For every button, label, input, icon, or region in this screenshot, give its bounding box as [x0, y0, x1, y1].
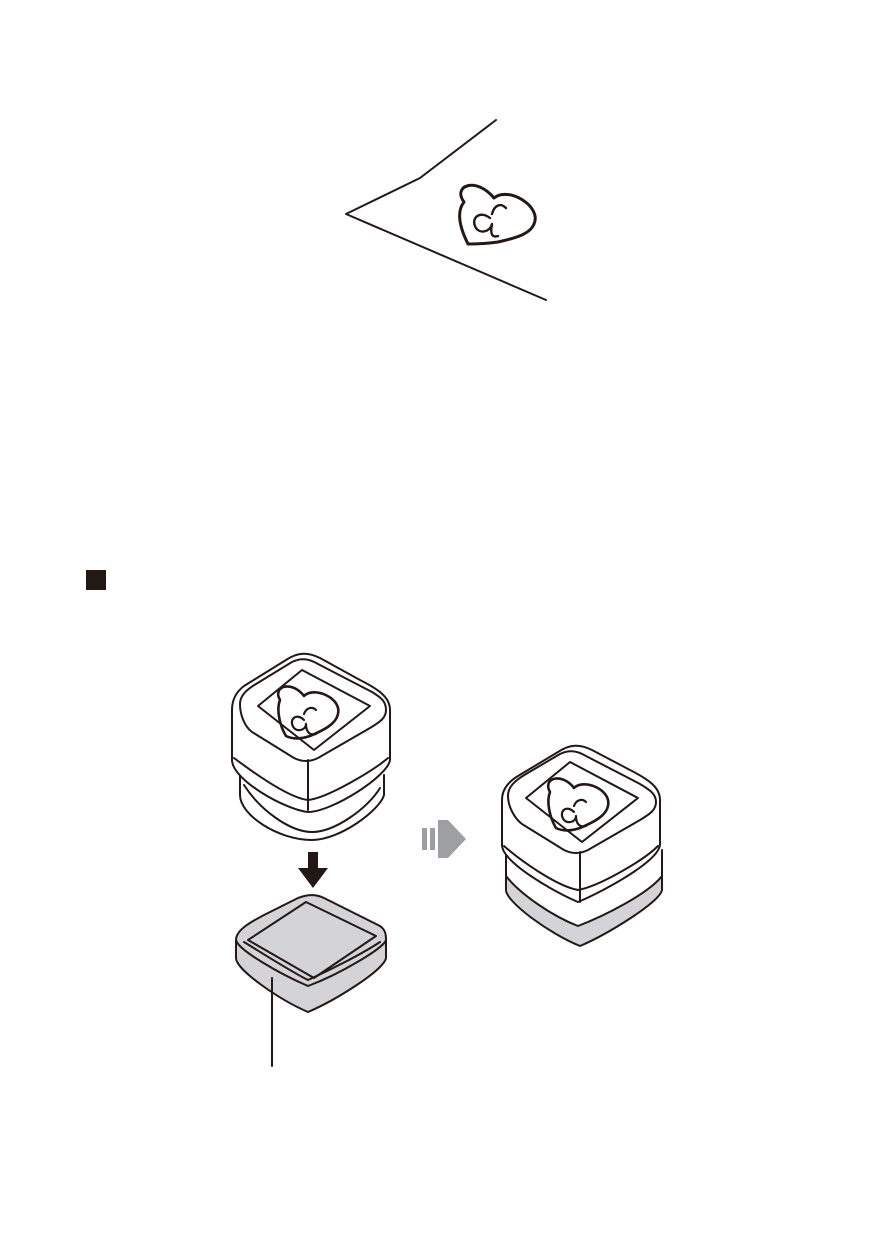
heart-stamp-impression [458, 183, 537, 246]
cap-left [235, 894, 387, 1067]
right-double-arrow-icon [422, 820, 466, 858]
square-bullet-icon [86, 570, 106, 590]
paper-edge [345, 119, 547, 301]
stamp-with-cap-right [501, 744, 663, 947]
stamp-left [231, 652, 391, 841]
down-arrow-icon [298, 852, 328, 888]
heart-stamp-face [276, 685, 340, 740]
stamp-cap-sequence-figure [200, 640, 700, 1080]
stamped-paper-figure [330, 110, 570, 310]
